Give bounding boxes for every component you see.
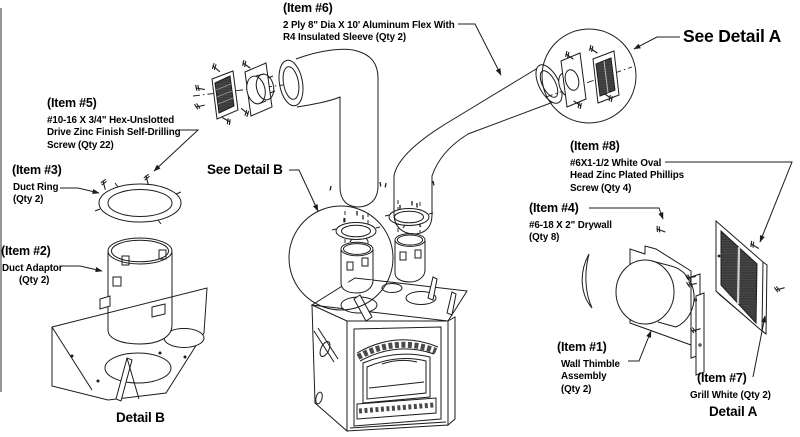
see-detail-a-leader: [633, 36, 680, 50]
item8-line: Head Zinc Plated Phillips: [570, 170, 685, 182]
item4-title: (Item #4): [529, 201, 579, 215]
center-axis-line: [545, 66, 633, 98]
wall-vent-assembly-top-left: [192, 59, 284, 126]
see-detail-b-leader: [289, 169, 319, 212]
duct-ring-large: [94, 182, 182, 225]
item4-line: (Qty 8): [529, 232, 560, 244]
see-detail-a-label: See Detail A: [683, 26, 782, 46]
leader-lines: [60, 23, 793, 378]
item2-line: (Qty 2): [19, 275, 50, 287]
item6-title: (Item #6): [283, 1, 333, 15]
flex-duct-left: [278, 48, 379, 208]
fireplace-top-plate: [51, 287, 208, 402]
grill-white: [715, 219, 768, 335]
detail-a-callout-circle: [541, 28, 637, 124]
item4-leader: [589, 207, 664, 220]
item3-leader: [60, 187, 100, 195]
item3-callout: (Item #3) Duct Ring (Qty 2): [12, 163, 62, 207]
item1-line: (Qty 2): [561, 383, 592, 395]
item3-title: (Item #3): [12, 163, 62, 177]
item4-line: #6-18 X 2" Drywall: [529, 220, 612, 231]
item1-line: Assembly: [561, 371, 607, 383]
arch-ornament-band: [356, 341, 438, 360]
wall-thimble-assembly: [615, 245, 705, 376]
wall-thimble-small: [244, 62, 276, 117]
wall-cut-swoosh: [581, 253, 593, 309]
detail-b-exploded: [51, 173, 208, 402]
item8-line: #6X1-1/2 White Oval: [570, 158, 662, 169]
item7-leader: [752, 315, 767, 378]
detail-a-caption: Detail A: [709, 404, 758, 419]
item8-title: (Item #8): [570, 139, 620, 153]
item1-callout: (Item #1) Wall Thimble Assembly (Qty 2): [557, 340, 620, 396]
item2-leader: [61, 265, 103, 273]
item2-callout: (Item #2) Duct Adaptor (Qty 2): [1, 244, 63, 288]
item7-line: Grill White (Qty 2): [690, 390, 771, 401]
item8-callout: (Item #8) #6X1-1/2 White Oval Head Zinc …: [570, 139, 684, 195]
duct-adaptor-large: [99, 237, 173, 345]
item1-leader: [628, 330, 652, 362]
grill-mini: [592, 50, 620, 104]
duct-adaptor-right-exploded: [394, 233, 426, 283]
item8-leader: [665, 161, 793, 243]
detail-b-caption: Detail B: [116, 410, 165, 425]
item8-line: Screw (Qty 4): [570, 182, 632, 194]
duct-adaptor-left-exploded: [340, 241, 374, 294]
detail-b-callout-circle: [288, 205, 394, 311]
detail-a-callout: [541, 28, 637, 124]
item5-line: Screw (Qty 22): [47, 139, 114, 151]
detail-a-exploded: [581, 219, 786, 376]
item1-line: Wall Thimble: [561, 359, 620, 370]
item6-line: R4 Insulated Sleeve (Qty 2): [283, 32, 407, 44]
item7-callout: (Item #7) Grill White (Qty 2): [690, 371, 771, 402]
item2-title: (Item #2): [1, 244, 51, 258]
item3-line: Duct Ring: [13, 182, 59, 193]
duct-ring-left-exploded: [331, 222, 381, 243]
fireplace: [310, 276, 468, 433]
item5-title: (Item #5): [47, 96, 97, 110]
item5-line: Drive Zinc Finish Self-Drilling: [47, 127, 181, 139]
duct-ring-right-exploded: [384, 208, 434, 229]
item6-line: 2 Ply 8" Dia X 10' Aluminum Flex With: [283, 20, 455, 31]
item1-title: (Item #1): [557, 340, 607, 354]
item5-line: #10-16 X 3/4" Hex-Unslotted: [47, 115, 175, 126]
item5-callout: (Item #5) #10-16 X 3/4" Hex-Unslotted Dr…: [47, 96, 181, 152]
grill-small: [211, 70, 239, 120]
item6-leader: [458, 23, 502, 76]
base-ornament-band: [358, 402, 435, 414]
center-exploded-stack: [329, 180, 435, 294]
item5-leader: [153, 129, 200, 172]
item2-line: Duct Adaptor: [2, 263, 63, 274]
item4-callout: (Item #4) #6-18 X 2" Drywall (Qty 8): [529, 201, 612, 245]
item7-title: (Item #7): [697, 371, 747, 385]
item3-line: (Qty 2): [13, 194, 44, 206]
see-detail-b-label: See Detail B: [207, 162, 283, 177]
item6-callout: (Item #6) 2 Ply 8" Dia X 10' Aluminum Fl…: [283, 1, 455, 45]
